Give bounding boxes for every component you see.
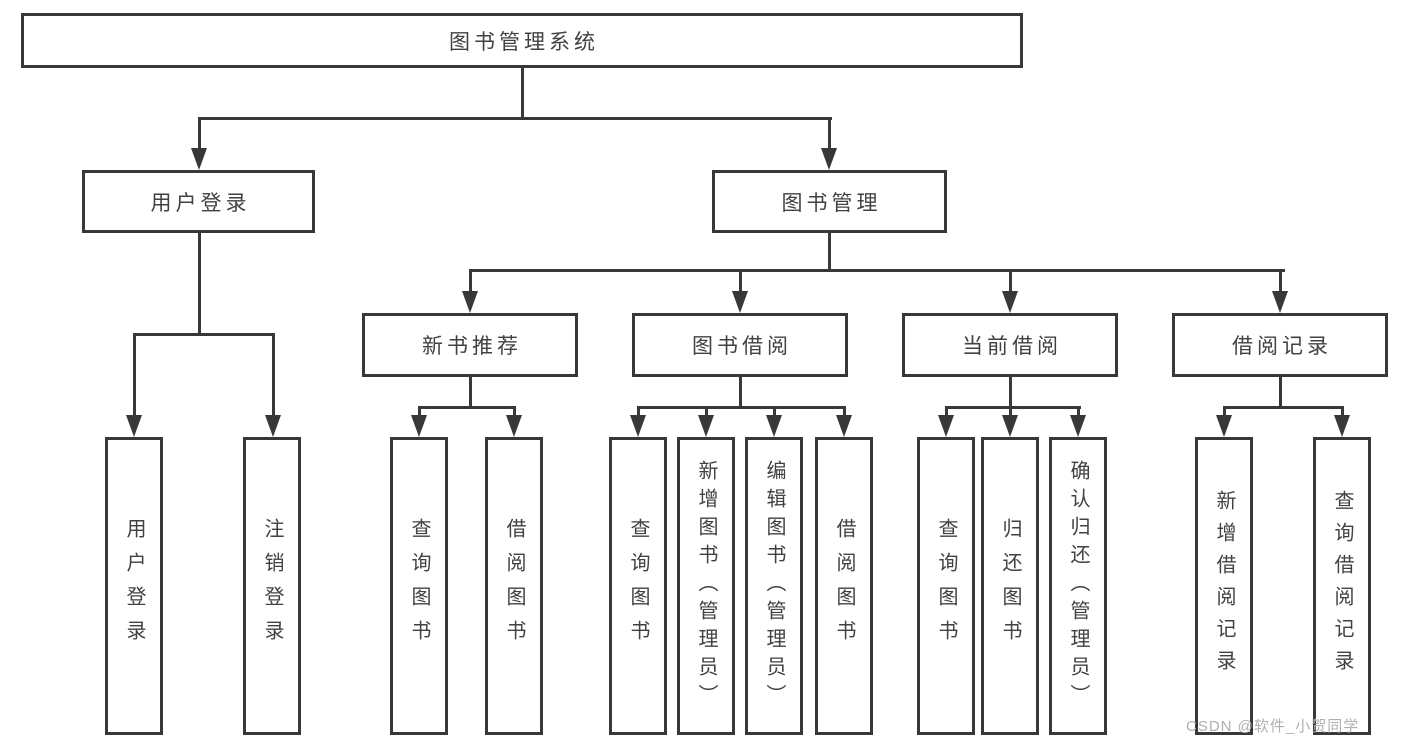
connector-new-book-stem [468, 377, 472, 408]
connector-to-current-borrow [1008, 270, 1012, 295]
node-new-book-recommend: 新书推荐 [362, 313, 578, 377]
connector-to-leaf-return [1008, 407, 1012, 419]
connector-to-leaf-borrow-2 [842, 407, 846, 419]
arrowhead-leaf-logout [265, 415, 281, 437]
node-book-borrow: 图书借阅 [632, 313, 848, 377]
arrowhead-new-book [462, 291, 478, 313]
arrowhead-user-login [191, 148, 207, 170]
connector-to-leaf-query-3 [944, 407, 948, 419]
node-current-borrow: 当前借阅 [902, 313, 1118, 377]
node-user-login: 用户登录 [82, 170, 315, 233]
arrowhead-book-borrow [732, 291, 748, 313]
connector-borrow-records-branch [1222, 405, 1344, 409]
arrowhead-leaf-confirm-return [1070, 415, 1086, 437]
connector-to-leaf-query-1 [417, 407, 421, 419]
leaf-add-book-admin: 新增图书（管理员） [677, 437, 735, 735]
node-borrow-records: 借阅记录 [1172, 313, 1388, 377]
arrowhead-leaf-add-book [698, 415, 714, 437]
node-new-book-recommend-label: 新书推荐 [422, 335, 522, 358]
node-book-management-label: 图书管理 [781, 191, 882, 215]
arrowhead-leaf-edit-book [766, 415, 782, 437]
connector-to-new-book [468, 270, 472, 295]
node-borrow-records-label: 借阅记录 [1232, 335, 1332, 358]
connector-book-borrow-stem [738, 377, 742, 408]
connector-to-user-login [197, 118, 201, 152]
leaf-add-borrow-record: 新增借阅记录 [1195, 437, 1253, 735]
node-book-borrow-label: 图书借阅 [692, 335, 792, 358]
leaf-confirm-return-admin: 确认归还（管理员） [1049, 437, 1107, 735]
connector-root-branch [197, 116, 832, 120]
leaf-query-books-1: 查询图书 [390, 437, 448, 735]
node-user-login-label: 用户登录 [150, 191, 251, 215]
connector-to-leaf-query-record [1340, 407, 1344, 419]
connector-to-book-borrow [738, 270, 742, 295]
node-root: 图书管理系统 [21, 13, 1023, 68]
node-current-borrow-label: 当前借阅 [962, 335, 1062, 358]
connector-borrow-records-stem [1278, 377, 1282, 408]
node-root-label: 图书管理系统 [449, 30, 599, 54]
arrowhead-leaf-borrow-1 [506, 415, 522, 437]
connector-to-leaf-edit-book [772, 407, 776, 419]
arrowhead-leaf-query-record [1334, 415, 1350, 437]
leaf-query-books-3: 查询图书 [917, 437, 975, 735]
leaf-edit-book-admin: 编辑图书（管理员） [745, 437, 803, 735]
connector-user-login-branch [132, 332, 275, 336]
arrowhead-leaf-user-login [126, 415, 142, 437]
connector-current-borrow-stem [1008, 377, 1012, 408]
node-book-management: 图书管理 [712, 170, 947, 233]
connector-user-login-stem [197, 233, 201, 335]
leaf-return-book: 归还图书 [981, 437, 1039, 735]
connector-current-borrow-branch [944, 405, 1081, 409]
arrowhead-leaf-add-record [1216, 415, 1232, 437]
connector-root-stem [520, 68, 524, 118]
arrowhead-leaf-query-1 [411, 415, 427, 437]
watermark: CSDN @软件_小贺同学 [1186, 718, 1360, 735]
connector-new-book-branch [417, 405, 516, 409]
connector-to-leaf-add-record [1222, 407, 1226, 419]
connector-to-leaf-query-2 [636, 407, 640, 419]
connector-to-leaf-borrow-1 [512, 407, 516, 419]
leaf-borrow-books-2: 借阅图书 [815, 437, 873, 735]
arrowhead-current-borrow [1002, 291, 1018, 313]
connector-book-management-branch [468, 268, 1285, 272]
arrowhead-borrow-records [1272, 291, 1288, 313]
arrowhead-leaf-query-2 [630, 415, 646, 437]
connector-to-leaf-add-book [704, 407, 708, 419]
connector-to-book-management [827, 118, 831, 152]
arrowhead-book-management [821, 148, 837, 170]
connector-book-borrow-branch [636, 405, 846, 409]
arrowhead-leaf-return [1002, 415, 1018, 437]
connector-to-leaf-logout [271, 334, 275, 418]
connector-book-management-stem [827, 233, 831, 271]
leaf-query-books-2: 查询图书 [609, 437, 667, 735]
connector-to-leaf-confirm-return [1076, 407, 1080, 419]
leaf-query-borrow-record: 查询借阅记录 [1313, 437, 1371, 735]
leaf-user-login: 用户登录 [105, 437, 163, 735]
leaf-borrow-books-1: 借阅图书 [485, 437, 543, 735]
arrowhead-leaf-query-3 [938, 415, 954, 437]
leaf-logout: 注销登录 [243, 437, 301, 735]
connector-to-borrow-records [1278, 270, 1282, 295]
connector-to-leaf-user-login [132, 334, 136, 418]
arrowhead-leaf-borrow-2 [836, 415, 852, 437]
